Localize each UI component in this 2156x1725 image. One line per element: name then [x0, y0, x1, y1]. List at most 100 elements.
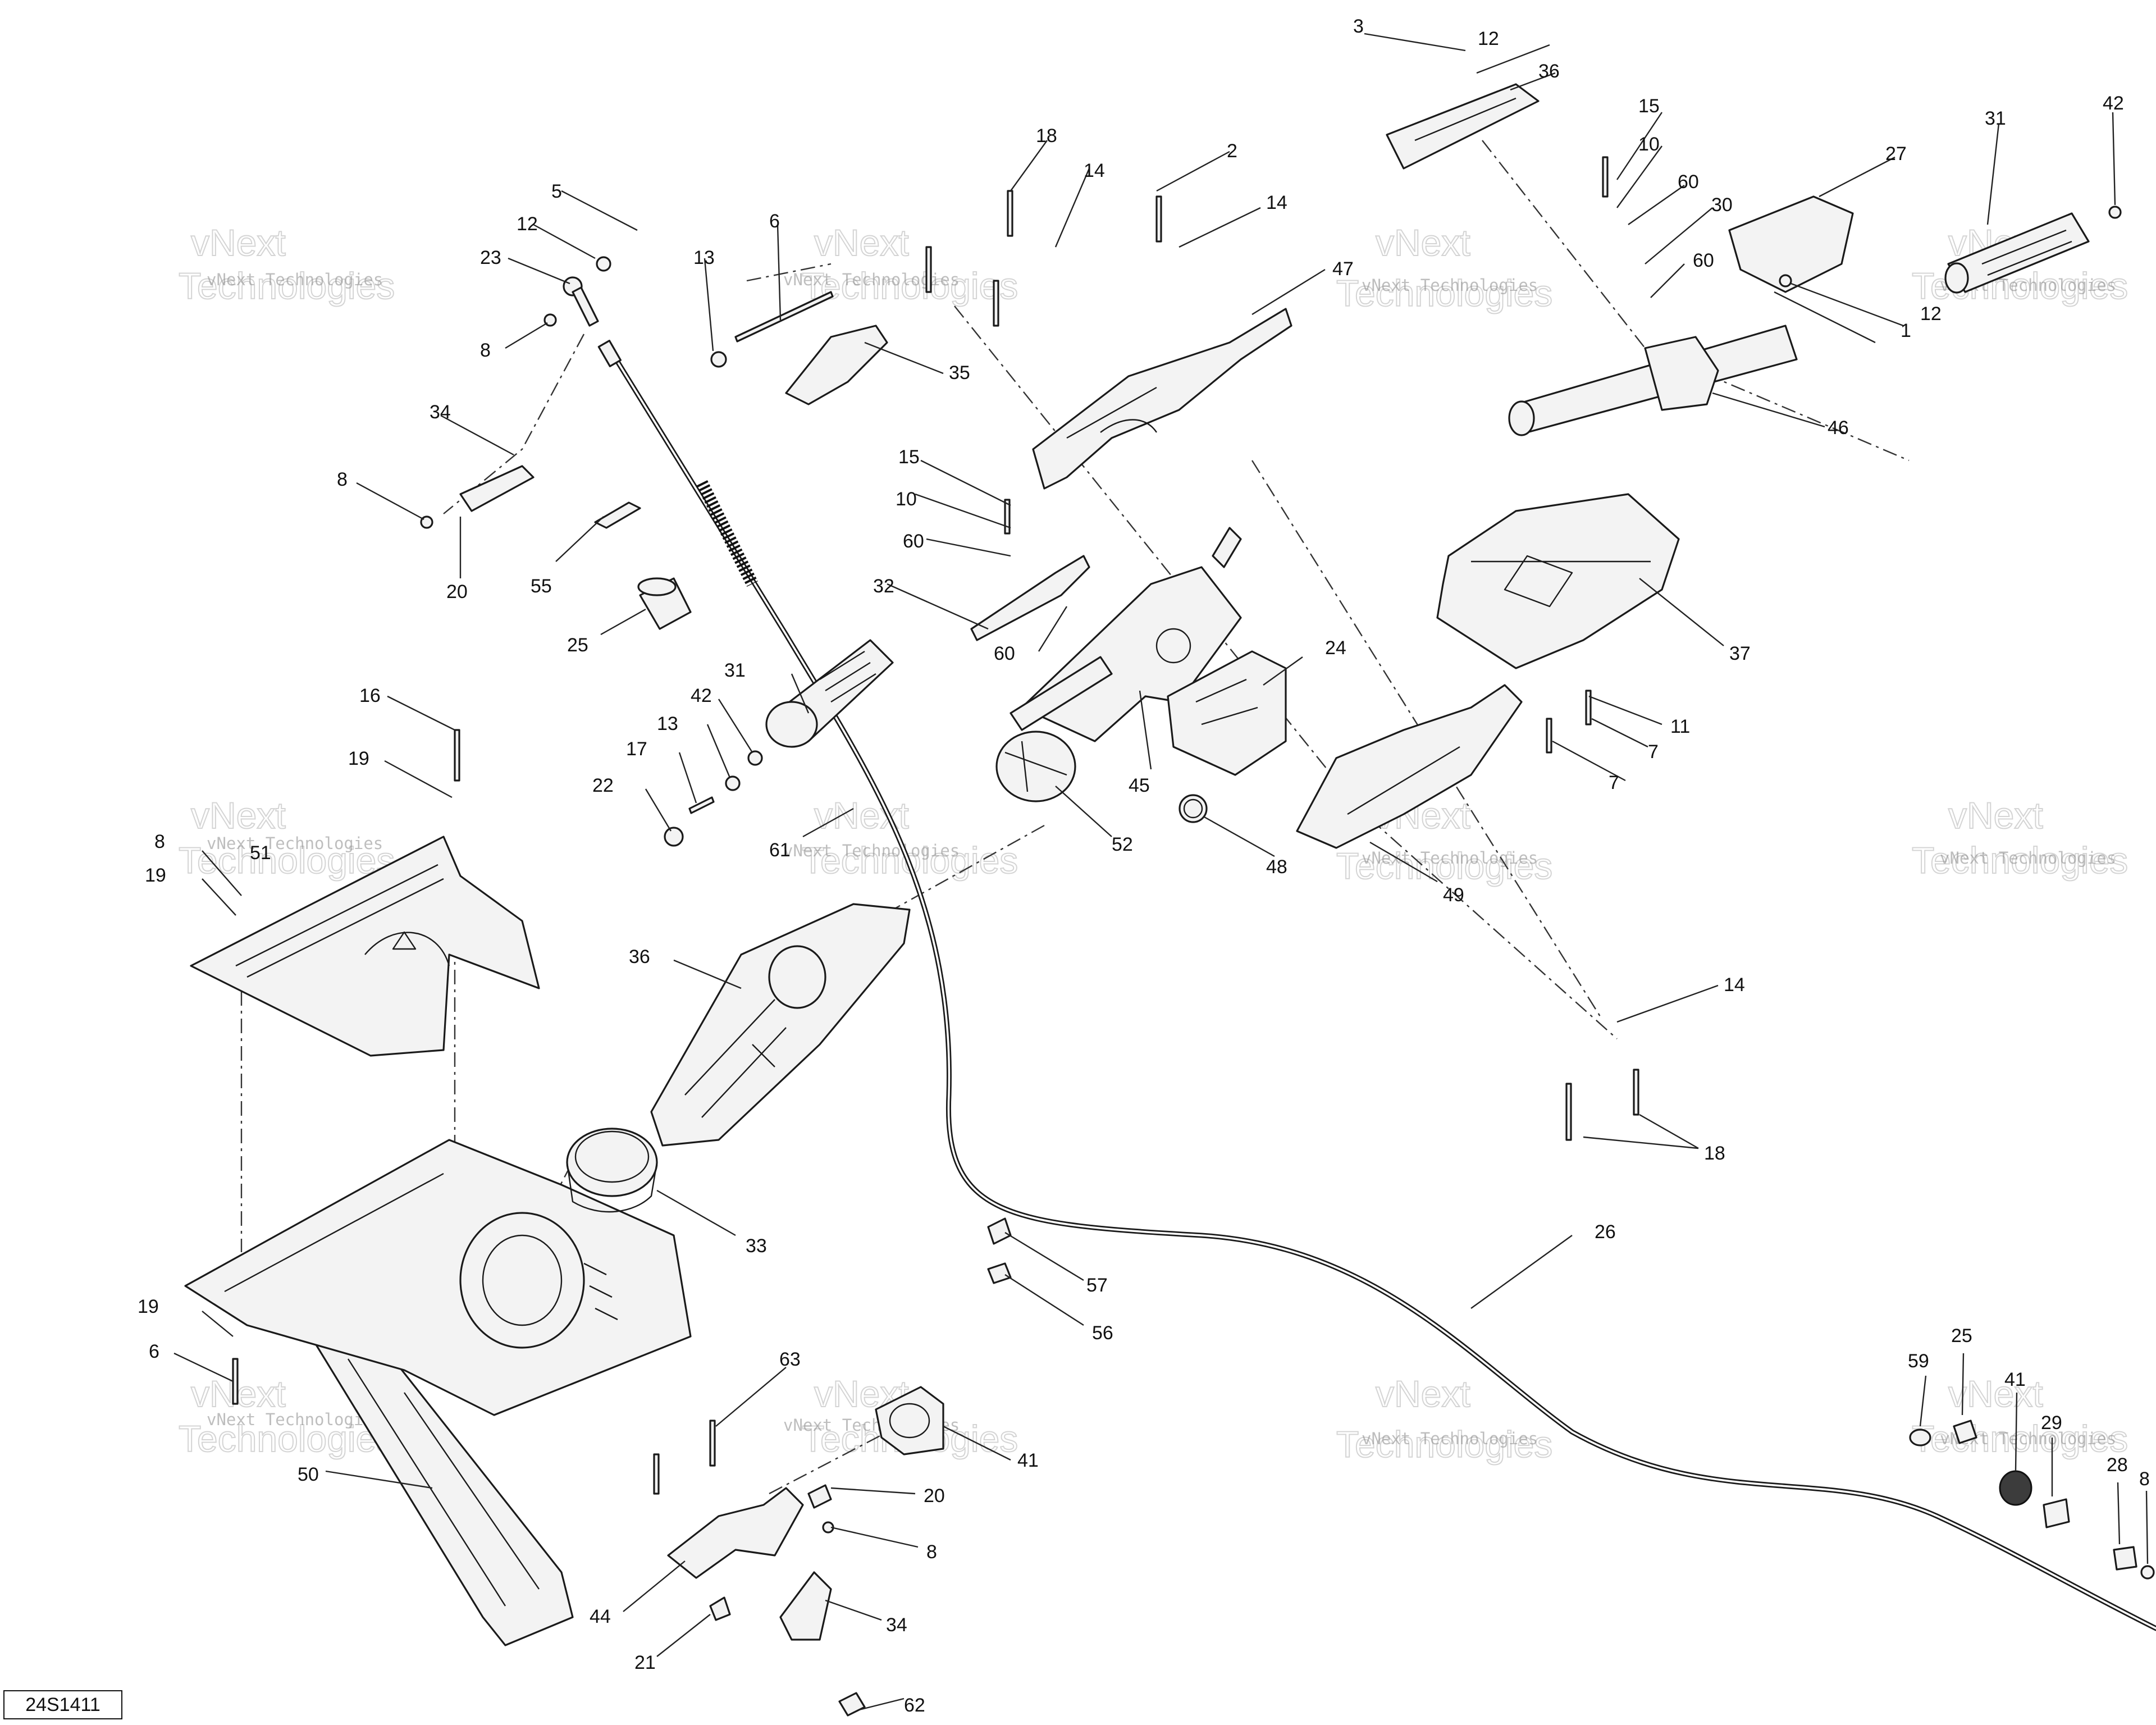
callout-41: 36 — [1538, 61, 1560, 82]
callout-20: 19 — [348, 748, 369, 769]
callout-10: 8 — [926, 1541, 937, 1563]
watermark-mid-right: vNext Technologies vNext Technologies — [1911, 794, 2128, 882]
callout-51: 48 — [1266, 856, 1287, 878]
part-49-handle-bracket — [1296, 684, 1523, 849]
part-25-switch-cover — [1167, 650, 1287, 776]
part-14-washer — [725, 775, 741, 791]
callout-38: 37 — [1729, 643, 1751, 664]
callout-46: 45 — [1129, 775, 1150, 796]
callout-37: 34 — [430, 401, 451, 423]
part-26-sleeve — [637, 577, 692, 630]
callout-33: 31 — [724, 660, 746, 681]
callout-8: 7 — [1609, 772, 1619, 793]
part-bolt-c — [653, 1453, 660, 1495]
part-47-right-handlebar — [1508, 325, 1798, 436]
part-bolt-a — [925, 246, 932, 293]
part-44-nut-right — [2108, 206, 2122, 219]
callout-10: 8 — [480, 340, 491, 361]
callout-60: 60 — [1678, 171, 1699, 193]
callout-21: 20 — [446, 581, 468, 603]
part-57-clip — [987, 1217, 1012, 1245]
part-44-nut — [747, 750, 763, 766]
callout-8: 7 — [1648, 741, 1659, 763]
part-59-grommet — [1909, 1429, 1931, 1446]
callout-39: 36 — [629, 946, 650, 968]
callout-54: 52 — [1112, 834, 1133, 855]
part-33-right-grip — [1944, 212, 2090, 294]
callout-29: 27 — [1885, 143, 1907, 165]
callout-20: 19 — [138, 1296, 159, 1317]
callout-16: 15 — [898, 446, 920, 468]
part-29-right-cover — [1728, 195, 1854, 293]
part-21-clip — [807, 1484, 832, 1509]
assembly-line — [746, 263, 832, 282]
part-34-lever — [970, 555, 1090, 641]
callout-13: 12 — [517, 213, 538, 235]
callout-24: 23 — [480, 247, 501, 268]
watermark-big-1: vNext — [1376, 1373, 1470, 1414]
watermark-small: vNext Technologies — [207, 270, 383, 289]
part-54-bushing — [995, 731, 1076, 802]
bolts — [232, 156, 1639, 1495]
watermark-small: vNext Technologies — [783, 841, 960, 860]
watermark-big-2: Technologies — [179, 839, 395, 881]
part-55-pad — [594, 501, 641, 529]
part-24-rod-end — [563, 276, 599, 327]
cable-end — [597, 340, 622, 367]
callout-31: 29 — [2041, 1412, 2062, 1434]
callout-62: 62 — [904, 1695, 925, 1716]
part-62-clip — [838, 1692, 866, 1717]
callout-14: 13 — [657, 713, 678, 734]
callout-3: 3 — [1353, 16, 1364, 37]
parts — [184, 83, 2155, 1717]
part-9-nut — [2140, 1565, 2155, 1580]
part-19-bolt-lower-2 — [1633, 1069, 1639, 1116]
watermark-top-mid-right: vNext Technologies vNext Technologies — [1336, 221, 1553, 314]
part-36-clip — [779, 1571, 832, 1641]
callout-1: 1 — [1901, 320, 1911, 341]
callout-34: 32 — [873, 576, 894, 597]
part-bolt-b — [993, 280, 999, 327]
watermark-big-2: Technologies — [1912, 1418, 2128, 1459]
callout-48: 47 — [1332, 258, 1354, 280]
callout-15: 14 — [1724, 974, 1745, 996]
callout-36: 34 — [886, 1614, 907, 1636]
callout-13: 12 — [1478, 28, 1499, 49]
watermark-top-left: vNext Technologies vNext Technologies — [178, 221, 395, 307]
part-30-sleeve — [2113, 1546, 2137, 1571]
part-22-clip — [709, 1596, 731, 1621]
callout-47: 46 — [1828, 417, 1849, 439]
watermark-big-2: Technologies — [179, 1418, 395, 1459]
watermark-small: vNext Technologies — [1940, 848, 2116, 868]
callout-49: 49 — [1443, 884, 1464, 906]
callout-12: 11 — [1670, 716, 1690, 737]
callout-60: 60 — [994, 643, 1015, 664]
callout-23: 22 — [592, 775, 614, 796]
callout-20: 19 — [145, 865, 166, 886]
callout-52: 51 — [250, 842, 271, 864]
watermark-mid-mid-right: vNext Technologies vNext Technologies — [1336, 794, 1553, 887]
watermark-bottom-right: vNext Technologies vNext Technologies — [1911, 1372, 2128, 1460]
callout-44: 42 — [691, 685, 712, 706]
watermark-top-center: vNext Technologies vNext Technologies — [783, 221, 1018, 307]
callout-7: 6 — [769, 211, 780, 232]
callout-5: 5 — [551, 181, 562, 202]
watermark-big-1: vNext — [191, 222, 286, 263]
callout-9: 8 — [2139, 1468, 2150, 1490]
part-45-bracket — [667, 1487, 804, 1579]
callout-2: 2 — [1227, 140, 1237, 162]
callout-15: 14 — [1266, 192, 1287, 213]
callout-44: 42 — [2103, 93, 2124, 114]
callout-33: 31 — [1985, 108, 2006, 129]
part-27-clip — [1953, 1420, 1977, 1444]
watermark-mid-left: vNext Technologies vNext Technologies — [178, 794, 395, 882]
part-23-cap — [664, 827, 684, 847]
part-18-bolt — [688, 796, 715, 814]
part-6-bolt — [232, 1358, 239, 1405]
part-43-clamp — [875, 1386, 944, 1455]
part-50-column-support — [313, 1341, 574, 1646]
callout-45: 44 — [590, 1606, 611, 1627]
assembly-line — [1482, 140, 1910, 462]
watermark-big-2: Technologies — [1336, 1423, 1552, 1465]
